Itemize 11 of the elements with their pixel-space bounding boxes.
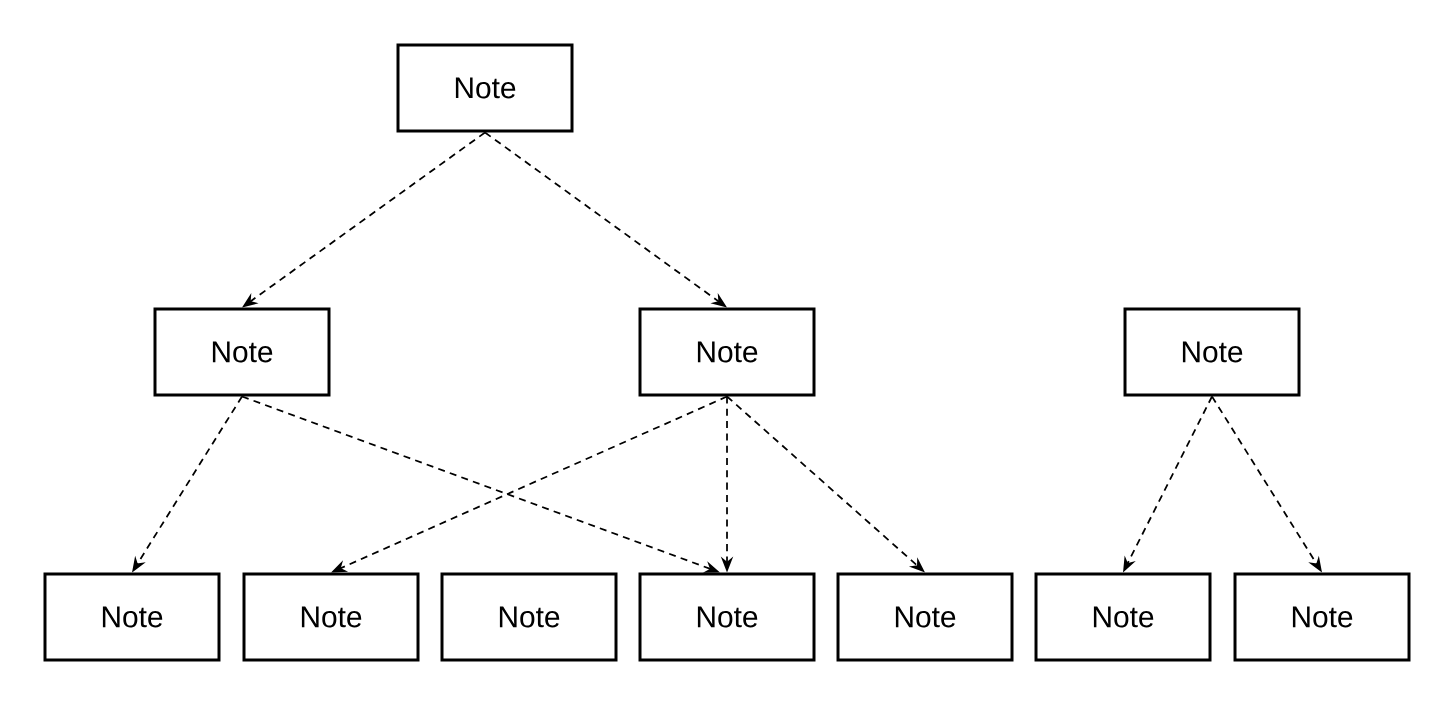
note-box: Note [638, 307, 816, 397]
note-box: Note [242, 572, 420, 662]
note-box: Note [396, 43, 574, 133]
note-box: Note [1123, 307, 1301, 397]
note-box: Note [153, 307, 331, 397]
note-box: Note [1034, 572, 1212, 662]
note-box: Note [638, 572, 816, 662]
note-box: Note [440, 572, 618, 662]
note-box: Note [1233, 572, 1411, 662]
note-box: Note [43, 572, 221, 662]
note-box: Note [836, 572, 1014, 662]
